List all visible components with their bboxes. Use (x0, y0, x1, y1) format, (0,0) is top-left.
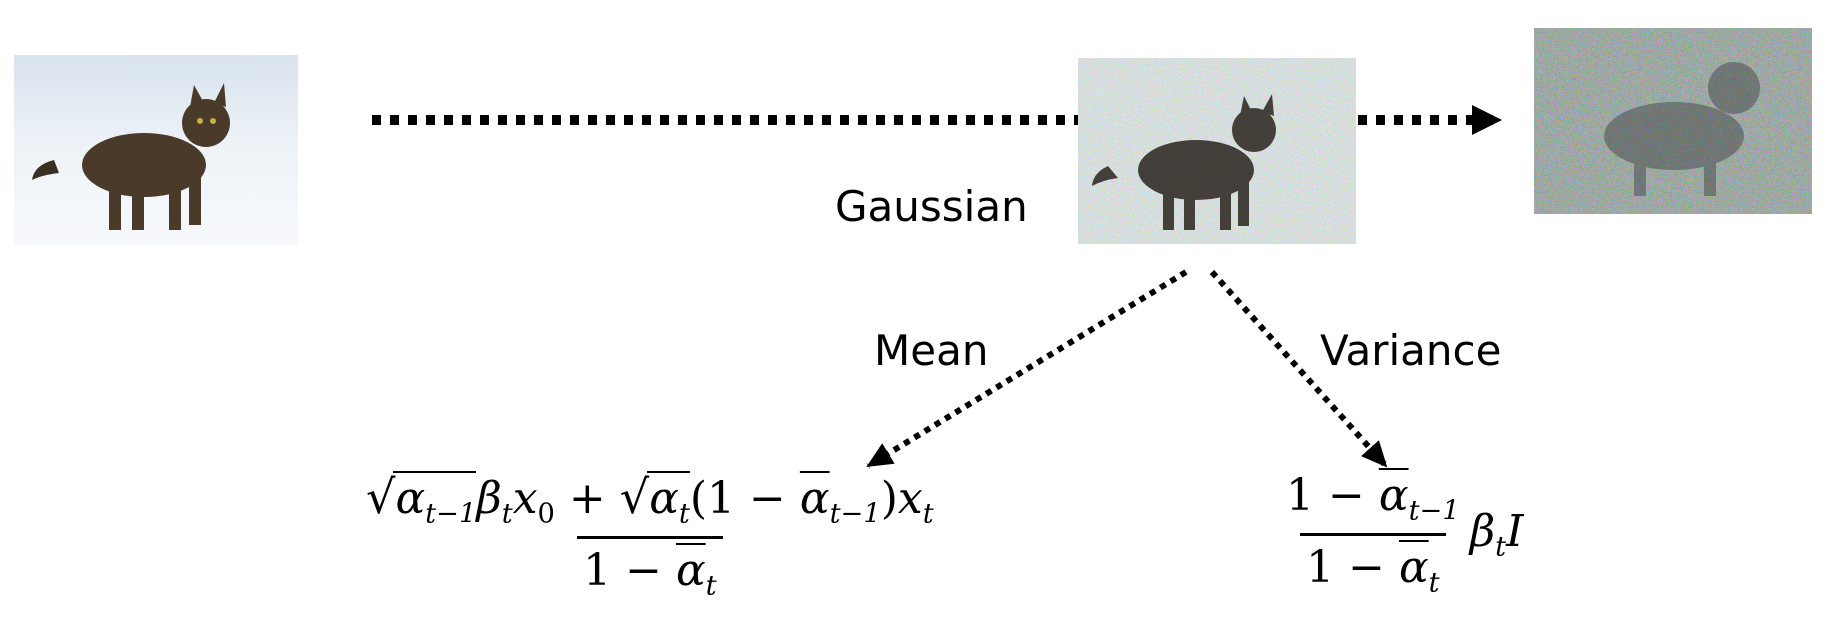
mean-arrow (866, 269, 1188, 469)
variance-formula-numerator: 1 − αt−1 (1286, 470, 1460, 527)
variance-formula-denominator: 1 − αt (1300, 532, 1446, 598)
mean-formula: √αt−1βtx0 + √αt(1 − αt−1)xt 1 − αt (360, 470, 940, 601)
mean-formula-numerator: √αt−1βtx0 + √αt(1 − αt−1)xt (366, 470, 934, 530)
pure-noise-image (1534, 28, 1812, 214)
variance-label: Variance (1320, 326, 1502, 375)
variance-arrow (1209, 269, 1389, 469)
mean-label: Mean (874, 326, 989, 375)
variance-formula: 1 − αt−1 1 − αt βtI (1280, 470, 1524, 598)
mean-formula-denominator: 1 − αt (577, 535, 723, 601)
cat-noisy-image (1078, 58, 1356, 244)
gaussian-label: Gaussian (835, 182, 1028, 231)
cat-original-image (14, 55, 298, 245)
variance-formula-tail: βtI (1469, 505, 1524, 563)
